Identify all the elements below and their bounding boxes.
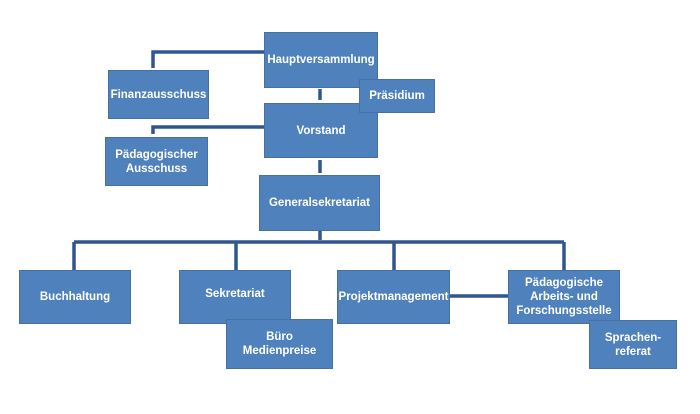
node-vorstand: Vorstand xyxy=(264,103,378,158)
node-paedagogischer-ausschuss: Pädagogischer Ausschuss xyxy=(105,137,208,186)
node-generalsekretariat: Generalsekretariat xyxy=(259,175,380,231)
node-praesidium: Präsidium xyxy=(359,79,435,113)
node-buchhaltung: Buchhaltung xyxy=(19,270,131,324)
node-hauptversammlung: Hauptversammlung xyxy=(264,32,378,88)
node-paedagogische-arbeits-und-forschungsstelle: Pädagogische Arbeits- und Forschungsstel… xyxy=(508,270,620,324)
connector-generalsekretariat-branch xyxy=(72,231,566,270)
node-buero-medienpreise: Büro Medienpreise xyxy=(226,319,333,369)
node-sekretariat: Sekretariat xyxy=(179,270,291,324)
connector-hauptversammlung-finanzausschuss xyxy=(151,50,264,68)
node-projektmanagement: Projektmanagement xyxy=(337,270,450,324)
node-finanzausschuss: Finanzausschuss xyxy=(108,70,209,119)
connector-vorstand-paedagogischer-ausschuss xyxy=(151,125,264,134)
node-sprachenreferat: Sprachen- referat xyxy=(589,320,677,369)
